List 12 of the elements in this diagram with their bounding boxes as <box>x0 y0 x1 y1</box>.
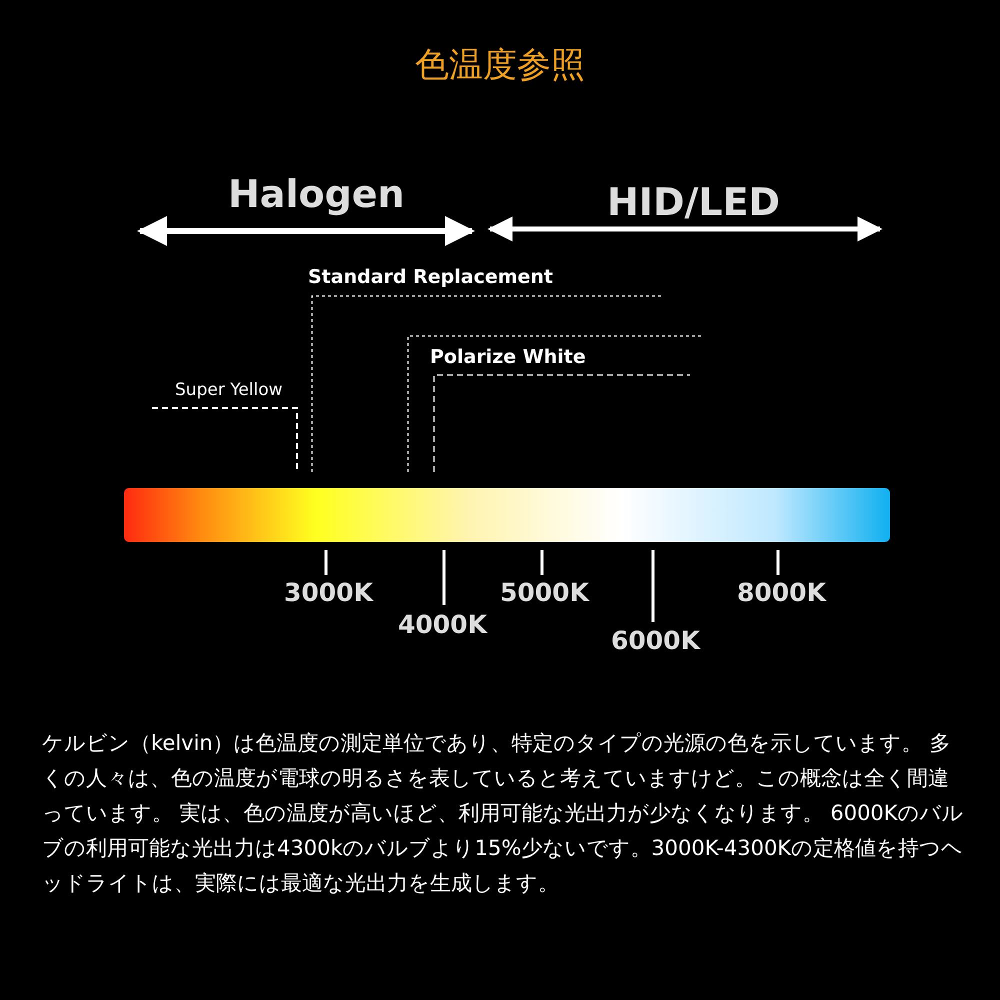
tick-label: 4000K <box>398 610 487 639</box>
body-paragraph: ケルビン（kelvin）は色温度の測定単位であり、特定のタイプの光源の色を示しています。 多くの人々は、色の温度が電球の明るさを表していると考えていますけど。この概念は全く間違っています。 実は、色の温度が高いほど、利用可能な光出力が少なくなります。 6000Kのバルブの利用可能な光出力は4300kのバルブより15%少ないです。3000K-4300Kの定格値を持つヘッドライトは、実際には最適な光出力を生成します。 <box>42 730 965 897</box>
tick-label: 6000K <box>611 626 700 655</box>
category-label: HID/LED <box>607 180 780 224</box>
marker-label: Polarize White <box>430 346 586 368</box>
tick-label: 3000K <box>284 578 373 607</box>
category-label: Halogen <box>228 172 405 216</box>
marker-label: Super Yellow <box>175 380 283 400</box>
marker-label: Standard Replacement <box>308 266 554 288</box>
tick-label: 8000K <box>737 578 826 607</box>
tick-label: 5000K <box>500 578 589 607</box>
title: 色温度参照 <box>414 44 586 87</box>
